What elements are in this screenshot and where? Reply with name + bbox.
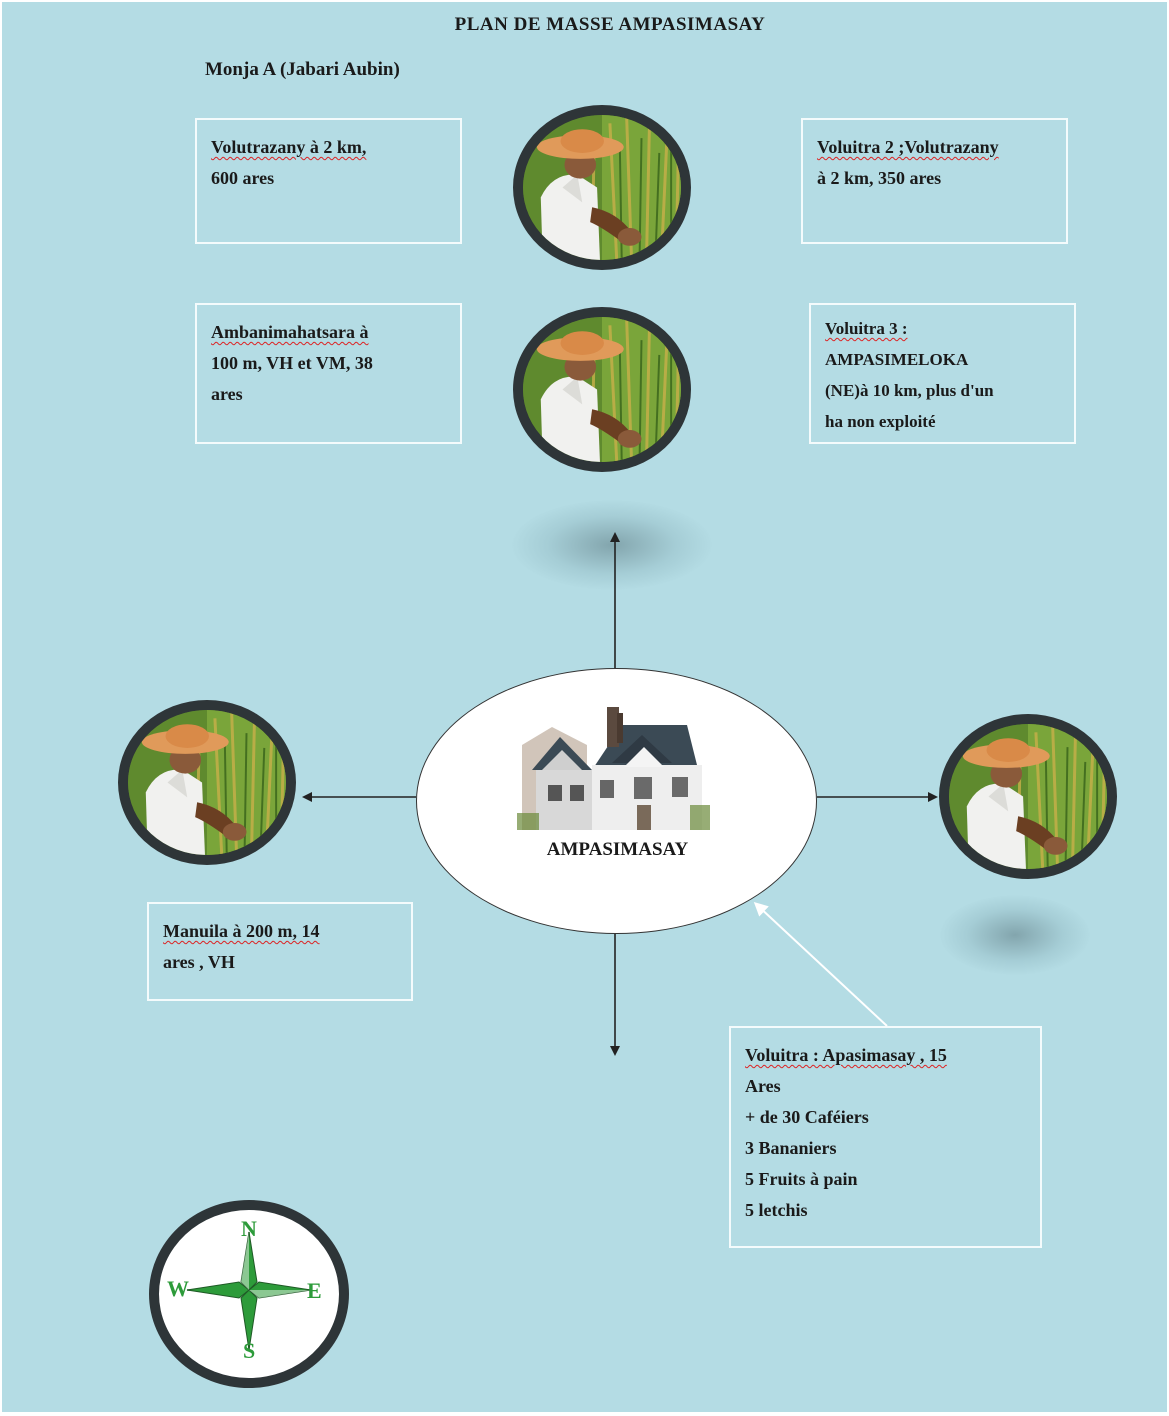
photo-shadow	[940, 895, 1090, 975]
box-line: Voluitra : Apasimasay , 15	[745, 1045, 947, 1065]
box-line: ares	[211, 384, 243, 404]
compass-east-label: E	[307, 1278, 322, 1303]
box-bottom-right: Voluitra : Apasimasay , 15 Ares + de 30 …	[729, 1026, 1042, 1248]
center-label: AMPASIMASAY	[546, 839, 689, 860]
box-line: à 2 km, 350 ares	[817, 168, 942, 188]
compass-south-label: S	[243, 1338, 256, 1363]
box-line: Voluitra 2 ;Volutrazany	[817, 137, 999, 157]
box-line: 100 m, VH et VM, 38	[211, 353, 373, 373]
photo-shadow	[512, 500, 712, 590]
box-line: 3 Bananiers	[745, 1138, 837, 1158]
box-line: (NE)à 10 km, plus d'un	[825, 381, 994, 400]
box-line: Voluitra 3 :	[825, 319, 908, 338]
compass-north-label: N	[241, 1216, 257, 1241]
farmer-photo-top-2	[513, 307, 691, 472]
box-mid-left: Ambanimahatsara à 100 m, VH et VM, 38 ar…	[195, 303, 462, 444]
box-top-left: Volutrazany à 2 km, 600 ares	[195, 118, 462, 244]
page-subtitle: Monja A (Jabari Aubin)	[205, 59, 400, 80]
box-line: Ambanimahatsara à	[211, 322, 369, 342]
compass-star	[186, 1231, 312, 1351]
box-line: Ares	[745, 1076, 781, 1096]
box-line: 5 Fruits à pain	[745, 1169, 858, 1189]
farmer-photo-right	[939, 714, 1117, 879]
compass-west-label: W	[167, 1276, 189, 1301]
box-line: + de 30 Caféiers	[745, 1107, 869, 1127]
page-title: PLAN DE MASSE AMPASIMASAY	[454, 14, 766, 35]
box-bottom-left: Manuila à 200 m, 14 ares , VH	[147, 902, 413, 1001]
box-line: Volutrazany à 2 km,	[211, 137, 367, 157]
box-mid-right: Voluitra 3 : AMPASIMELOKA (NE)à 10 km, p…	[809, 303, 1076, 444]
box-line: 5 letchis	[745, 1200, 808, 1220]
box-line: ares , VH	[163, 952, 235, 972]
compass-rose-icon: N S W E	[149, 1200, 349, 1388]
box-line: AMPASIMELOKA	[825, 350, 969, 369]
box-line: ha non exploité	[825, 412, 936, 431]
box-line: 600 ares	[211, 168, 275, 188]
center-oval: AMPASIMASAY	[416, 668, 817, 934]
farmer-photo-left	[118, 700, 296, 865]
box-top-right: Voluitra 2 ;Volutrazany à 2 km, 350 ares	[801, 118, 1068, 244]
box-line: Manuila à 200 m, 14	[163, 921, 320, 941]
farmer-photo-top-1	[513, 105, 691, 270]
house-icon	[517, 707, 710, 830]
